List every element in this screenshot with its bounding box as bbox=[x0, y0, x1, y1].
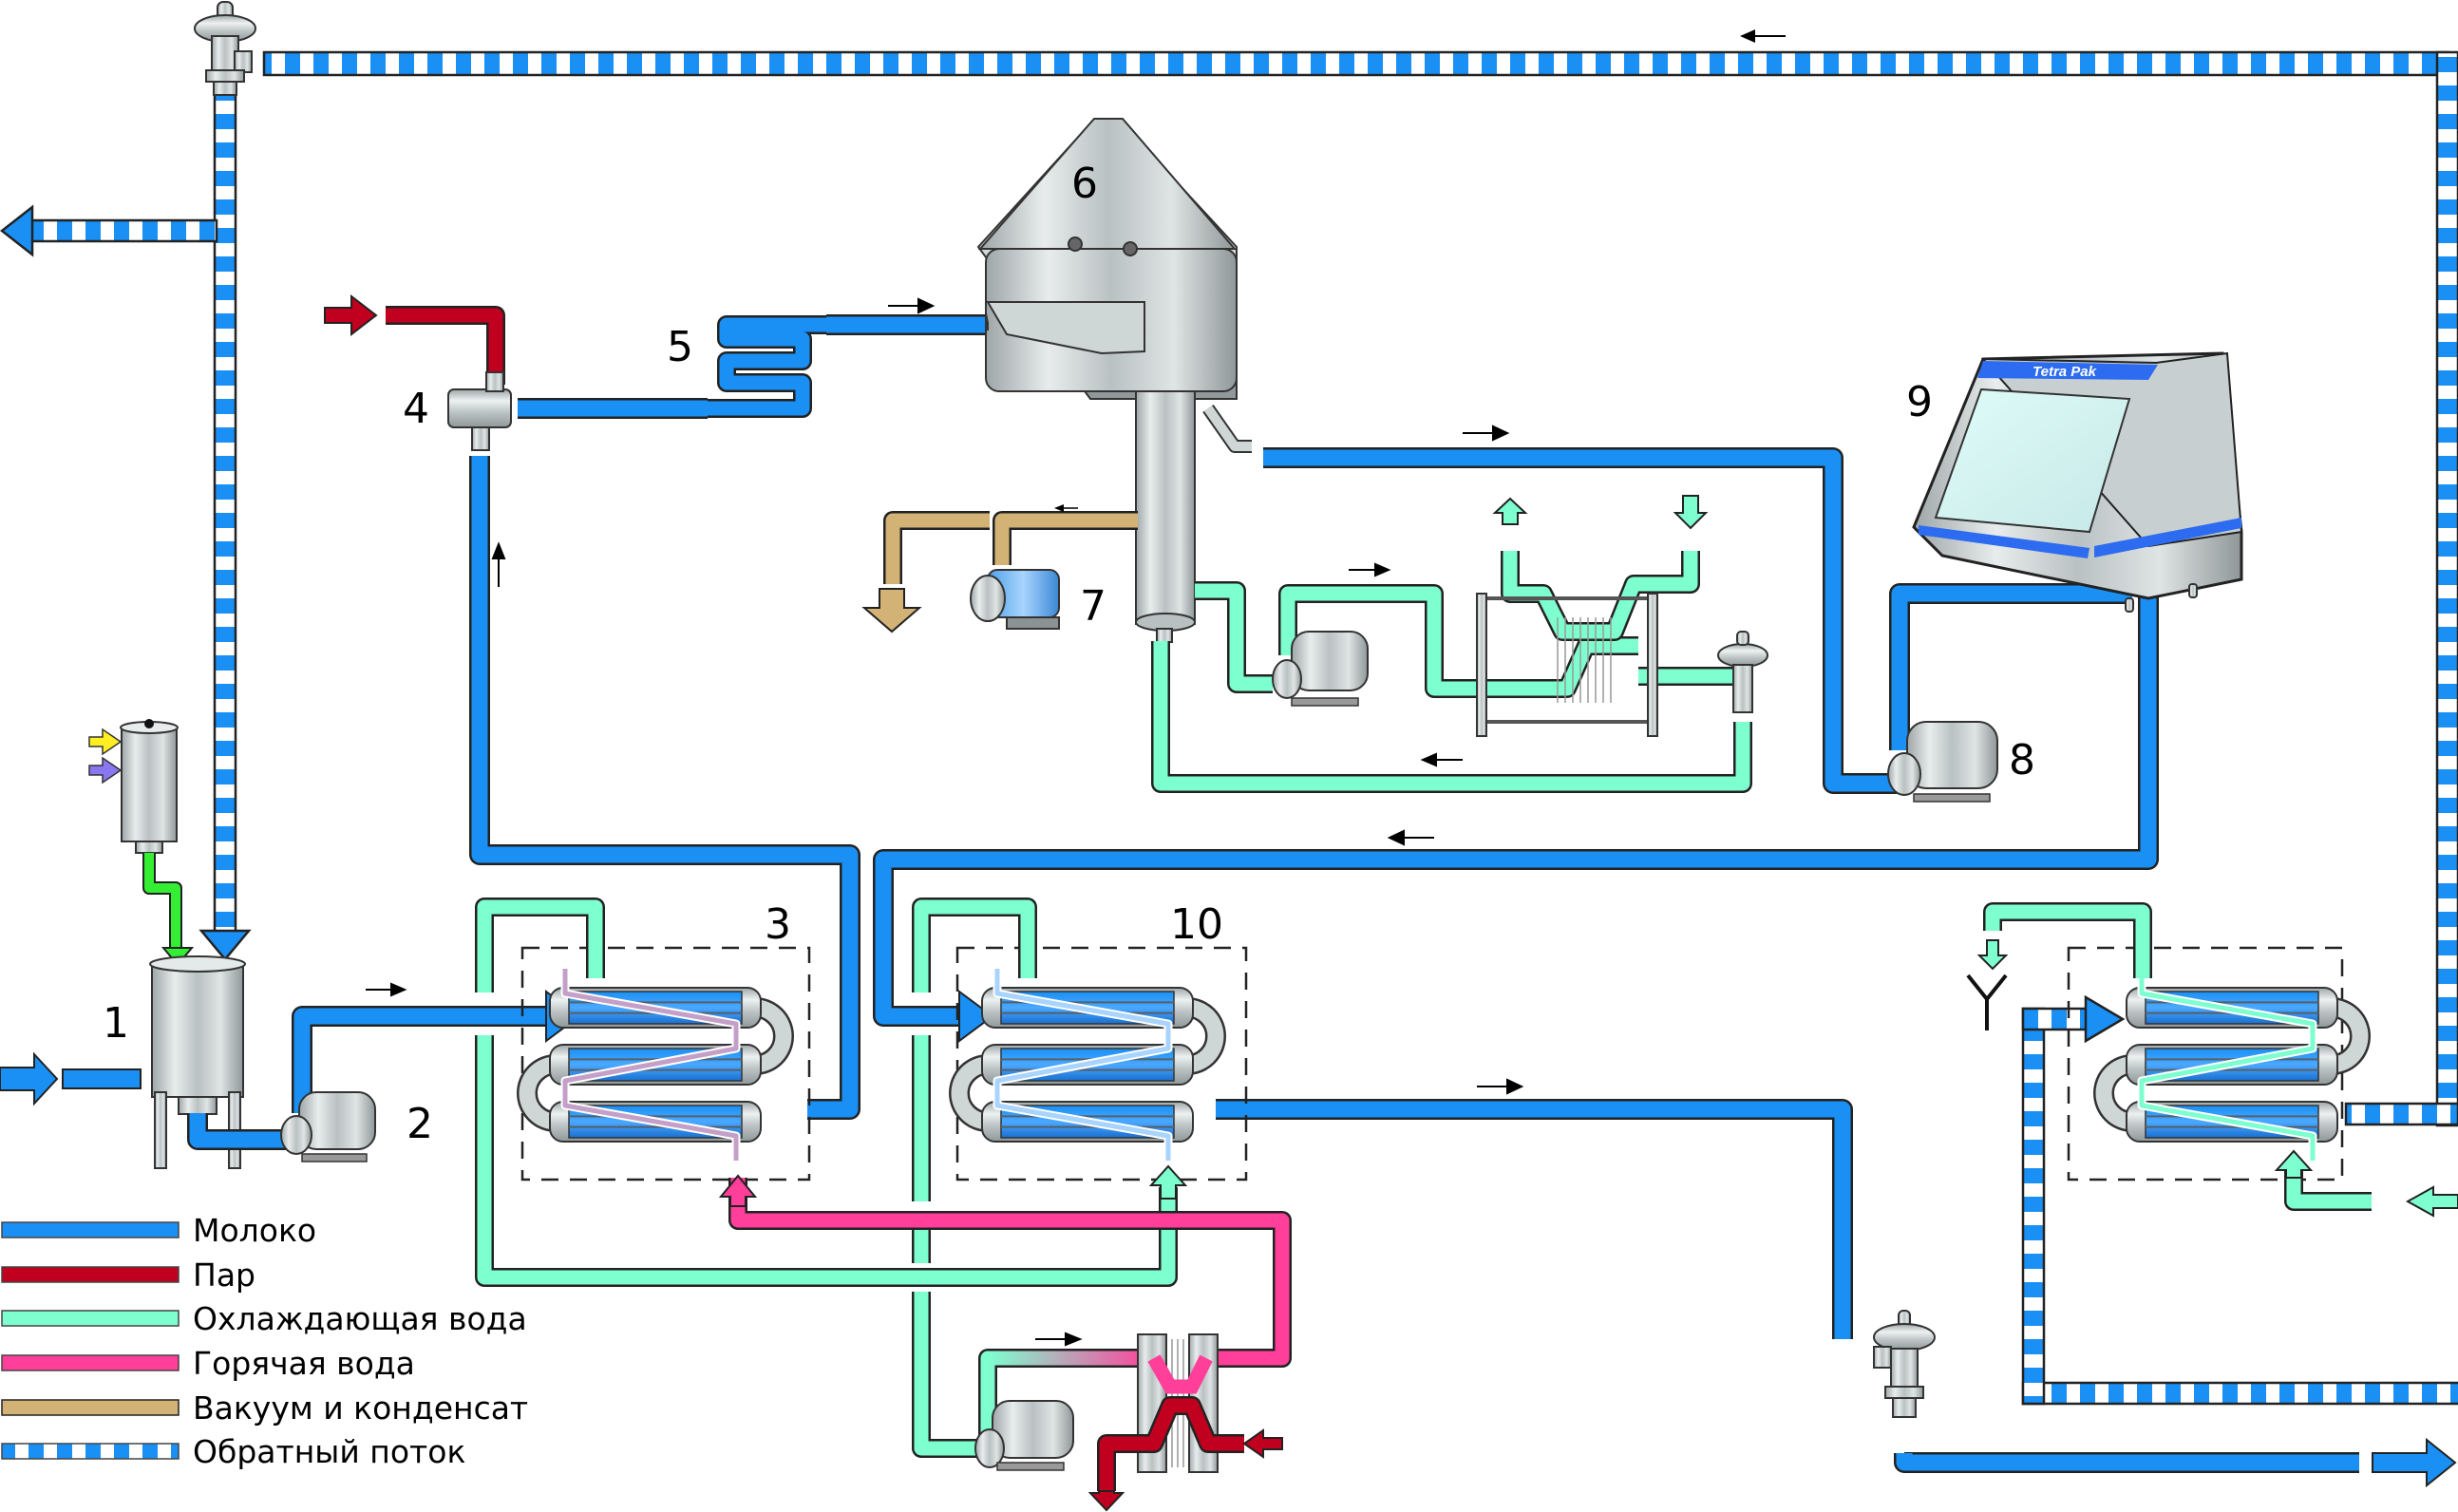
filling-machine-9: Tetra Pak bbox=[1912, 351, 2243, 613]
hx-10-box bbox=[955, 946, 1248, 1181]
drain-funnel-icon bbox=[1966, 973, 2008, 1030]
ingredient-yellow-arrow bbox=[88, 728, 123, 756]
label-5: 5 bbox=[667, 323, 693, 371]
svg-text:Горячая вода: Горячая вода bbox=[193, 1345, 415, 1382]
steam-line bbox=[324, 293, 505, 385]
return-pipe-top bbox=[262, 50, 2450, 77]
return-pipe-into-cooler bbox=[2021, 1007, 2091, 1031]
hot-water-into-hx3-arrow bbox=[718, 1174, 758, 1207]
milk-outlet-arrow bbox=[2372, 1437, 2457, 1488]
svg-text:Пар: Пар bbox=[193, 1257, 255, 1294]
cooler-water-drain-arrow bbox=[1976, 939, 2009, 971]
ingredient-tank bbox=[88, 719, 195, 967]
label-6: 6 bbox=[1071, 160, 1098, 208]
hx-cooler-exchanger bbox=[2093, 969, 2371, 1161]
ingredient-violet-arrow bbox=[88, 756, 123, 784]
machine-brand-band bbox=[1977, 361, 2158, 380]
legend-item-steam: Пар bbox=[1, 1257, 255, 1294]
cooling-out-arrow bbox=[1492, 497, 1528, 525]
machine-window bbox=[1934, 387, 2131, 534]
steam-hx-line bbox=[1097, 1396, 1244, 1491]
milk-direction-arrows bbox=[366, 297, 1524, 1095]
label-10: 10 bbox=[1170, 900, 1223, 949]
condensate-outlet-arrow bbox=[861, 588, 922, 633]
arrow-left-small-icon bbox=[1740, 29, 1786, 43]
label-1: 1 bbox=[103, 999, 129, 1048]
return-into-cooler-arrow bbox=[2084, 994, 2126, 1044]
cooler-water-in-up-arrow bbox=[2274, 1149, 2314, 1179]
steam-condensate-out-arrow bbox=[1087, 1490, 1125, 1512]
vacuum-pump-7 bbox=[970, 569, 1060, 630]
label-8: 8 bbox=[2009, 736, 2035, 784]
legend-item-vacuum-condensate: Вакуум и конденсат bbox=[1, 1389, 528, 1427]
return-pipe-left-vertical bbox=[213, 85, 237, 935]
hx-3-media-path bbox=[562, 969, 739, 1161]
milk-inlet bbox=[0, 1051, 142, 1106]
steam-inlet-arrow bbox=[324, 293, 378, 337]
return-pipe-right-vertical bbox=[2435, 50, 2458, 1127]
condenser-pump bbox=[1272, 631, 1369, 707]
return-flow-lines bbox=[0, 50, 2458, 1406]
label-4: 4 bbox=[403, 385, 429, 433]
hx10-inlet-arrow bbox=[958, 990, 994, 1043]
cooling-in-arrow bbox=[1673, 495, 1709, 530]
hx10-cooling-in-arrow bbox=[1148, 1164, 1188, 1200]
milk-inlet-arrow bbox=[0, 1051, 59, 1106]
hx-3-exchanger bbox=[517, 969, 794, 1161]
cooler-water-in-arrow bbox=[2405, 1185, 2458, 1218]
hx-10-exchanger bbox=[949, 969, 1226, 1161]
steam-hx-in-arrow bbox=[1242, 1428, 1283, 1459]
pump-8 bbox=[1887, 721, 1998, 803]
hot-water-pump bbox=[974, 1400, 1074, 1471]
svg-text:Обратный поток: Обратный поток bbox=[193, 1433, 465, 1470]
label-7: 7 bbox=[1080, 582, 1106, 631]
feed-pump-2 bbox=[280, 1091, 376, 1162]
component-labels: 1 2 3 4 5 6 7 8 9 10 bbox=[103, 160, 2035, 1148]
outlet-valve bbox=[1873, 1310, 1936, 1418]
legend-item-return-flow: Обратный поток bbox=[1, 1433, 465, 1470]
condenser-valve bbox=[1717, 631, 1768, 713]
machine-brand-text: Tetra Pak bbox=[2033, 364, 2097, 380]
return-pipe-bottom-vertical bbox=[2021, 1007, 2046, 1406]
hx-cooler-box bbox=[2067, 946, 2344, 1181]
label-2: 2 bbox=[407, 1100, 433, 1148]
hx-3-box bbox=[520, 946, 811, 1181]
svg-text:Вакуум и конденсат: Вакуум и конденсат bbox=[193, 1389, 528, 1427]
svg-text:Молоко: Молоко bbox=[193, 1212, 316, 1249]
condenser-loop-arrows bbox=[1349, 562, 1463, 767]
cooling-water-condenser-loop bbox=[1151, 551, 1752, 793]
top-return-valve bbox=[194, 1, 256, 96]
label-3: 3 bbox=[765, 900, 791, 949]
hot-water-arrow bbox=[1035, 1332, 1083, 1347]
label-9: 9 bbox=[1906, 378, 1933, 426]
hx-10-media-path bbox=[994, 969, 1171, 1161]
steam-injector-4 bbox=[447, 371, 512, 451]
return-pipe-bottom-horizontal bbox=[2021, 1381, 2458, 1406]
return-into-tank-arrow bbox=[199, 929, 252, 961]
return-exit-arrow bbox=[0, 204, 34, 257]
legend-item-milk: Молоко bbox=[1, 1212, 316, 1249]
vacuum-condensate-line bbox=[861, 504, 1138, 633]
vacuum-chamber-6 bbox=[976, 118, 1252, 643]
legend: Молоко Пар Охлаждающая вода Горячая вода… bbox=[1, 1212, 528, 1470]
vacuum-chamber-inlet-cone bbox=[985, 312, 989, 331]
milk-lines bbox=[292, 314, 2359, 1473]
cooling-water-hx-lines bbox=[475, 898, 2372, 1458]
return-pipe-to-cooler bbox=[2344, 1102, 2458, 1126]
return-pipe-branch-left bbox=[27, 218, 218, 243]
flow-direction-arrows bbox=[1740, 29, 1786, 43]
plate-condenser bbox=[1476, 593, 1658, 737]
hx-cooler-media-path bbox=[2139, 969, 2316, 1161]
svg-text:Охлаждающая вода: Охлаждающая вода bbox=[193, 1300, 527, 1337]
legend-item-cooling-water: Охлаждающая вода bbox=[1, 1300, 527, 1337]
legend-item-hot-water: Горячая вода bbox=[1, 1345, 415, 1382]
